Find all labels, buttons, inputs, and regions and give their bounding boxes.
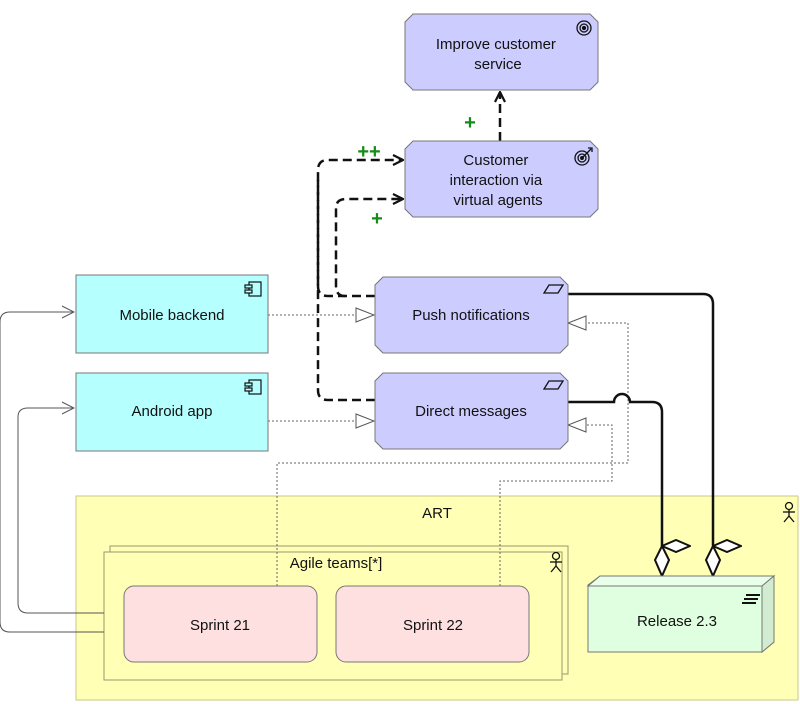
- influence-plus-label: +: [464, 112, 476, 134]
- direct-messages-label: Direct messages: [415, 403, 527, 420]
- sprint-21-node[interactable]: Sprint 21: [123, 585, 318, 663]
- mobile-backend-node[interactable]: Mobile backend: [75, 274, 269, 354]
- direct-messages-node[interactable]: Direct messages: [374, 372, 569, 450]
- push-notifications-label: Push notifications: [412, 307, 530, 324]
- mobile-backend-label: Mobile backend: [119, 307, 224, 324]
- android-app-node[interactable]: Android app: [75, 372, 269, 452]
- actor-icon: [550, 551, 562, 573]
- influence-push-to-ci-second: [334, 199, 403, 298]
- android-app-label: Android app: [132, 403, 213, 420]
- influence-plus-label: +: [371, 208, 383, 230]
- sprint-22-label: Sprint 22: [403, 617, 463, 634]
- goal-icon: [576, 20, 592, 36]
- svg-text:Improve customer service: Improve customer service: [436, 36, 560, 73]
- business-event-icon: [542, 284, 565, 294]
- node-label-line: Customer: [463, 152, 528, 169]
- actor-icon: [783, 501, 795, 523]
- sprint-22-node[interactable]: Sprint 22: [335, 585, 530, 663]
- assign-line-to-android-app: [17, 408, 104, 614]
- art-label: ART: [422, 505, 452, 522]
- node-label-line: virtual agents: [453, 192, 542, 209]
- agile-teams-label: Agile teams[*]: [290, 555, 383, 572]
- customer-interaction-node[interactable]: Customer interaction via virtual agents: [404, 140, 599, 218]
- realize-sprint22-to-direct: [499, 425, 613, 586]
- sprint-21-label: Sprint 21: [190, 617, 250, 634]
- svg-text:Customer interaction via: Customer interaction via virtual agents: [450, 152, 547, 209]
- realize-sprint21-to-push: [276, 323, 629, 586]
- component-icon: [244, 281, 262, 297]
- node-label-line: service: [474, 56, 522, 73]
- improve-customer-service-node[interactable]: Improve customer service: [404, 13, 599, 91]
- outcome-icon: [574, 147, 593, 166]
- push-notifications-node[interactable]: Push notifications: [374, 276, 569, 354]
- release-label: Release 2.3: [637, 613, 717, 630]
- influence-plusplus-label: ++: [357, 141, 380, 163]
- assign-line-to-mobile-backend: [0, 312, 104, 633]
- deliverable-icon: [742, 594, 760, 604]
- influence-direct-to-customer-interaction: [316, 180, 375, 402]
- influence-push-to-customer-interaction: [316, 160, 403, 298]
- release-node[interactable]: Release 2.3: [586, 574, 776, 654]
- component-icon: [244, 379, 262, 395]
- node-label-line: interaction via: [450, 172, 543, 189]
- business-event-icon: [542, 380, 565, 390]
- aggregation-release-to-push: [568, 292, 713, 546]
- aggregation-release-to-direct: [568, 392, 662, 546]
- node-label-line: Improve customer: [436, 36, 556, 53]
